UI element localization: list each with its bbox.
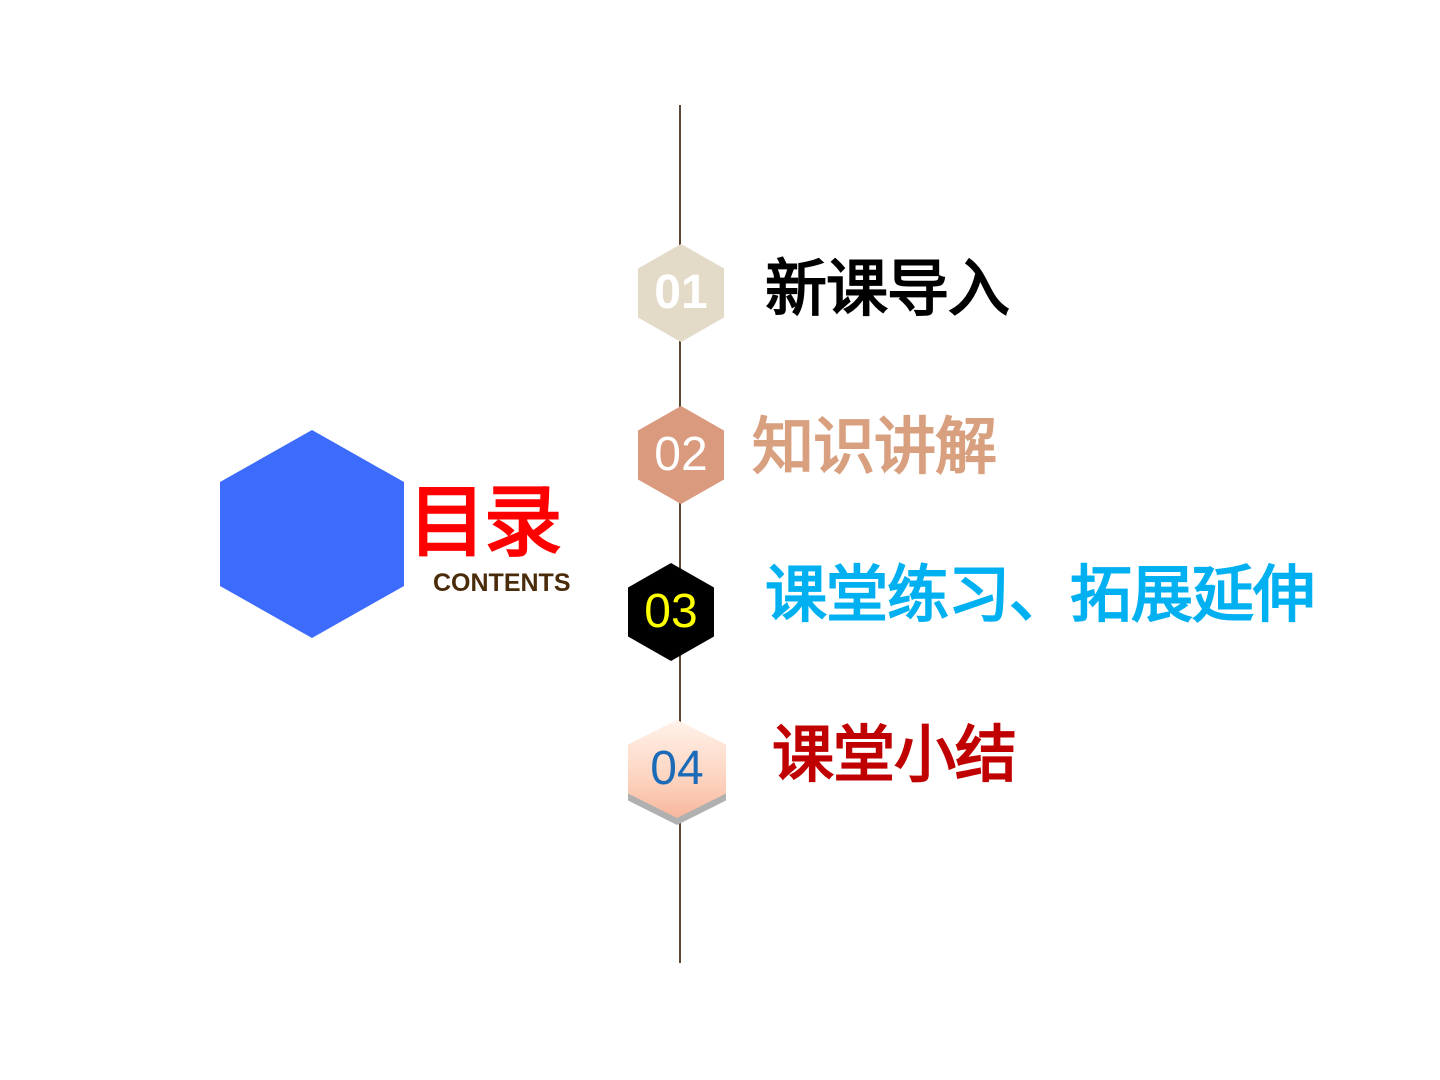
item-number: 03 — [644, 585, 698, 638]
item-number: 04 — [650, 742, 704, 795]
toc-title: 目录 — [408, 478, 562, 568]
item-number-hexagon-02[interactable]: 02 — [638, 406, 724, 504]
item-label-knowledge[interactable]: 知识讲解 — [752, 410, 997, 483]
item-number: 02 — [654, 428, 708, 481]
item-label-summary[interactable]: 课堂小结 — [772, 718, 1017, 791]
item-number-hexagon-01[interactable]: 01 — [638, 244, 724, 342]
toc-subtitle: CONTENTS — [433, 569, 571, 597]
timeline-line — [679, 105, 681, 963]
item-label-practice[interactable]: 课堂练习、拓展延伸 — [765, 558, 1315, 631]
item-label-new-lesson[interactable]: 新课导入 — [765, 252, 1010, 325]
item-number-hexagon-03[interactable]: 03 — [628, 563, 714, 661]
item-number: 01 — [654, 266, 708, 319]
contents-hexagon — [220, 430, 404, 638]
